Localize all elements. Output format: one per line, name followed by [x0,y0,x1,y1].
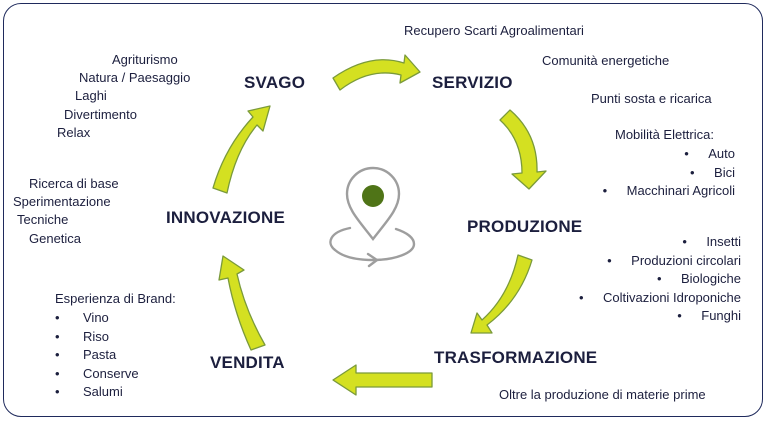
innovazione-item: Ricerca di base [29,176,119,191]
arrow-innovazione-to-svago [212,105,271,194]
svago-item: Agriturismo [112,52,178,67]
innovazione-item: Sperimentazione [13,194,111,209]
vendita-list: Vino Riso Pasta Conserve Salumi [55,309,139,402]
servizio-item-punti: Punti sosta e ricarica [591,91,712,106]
list-item: Macchinari Agricoli [603,182,735,201]
location-pin-dot [362,185,384,207]
diagram-frame [3,3,763,417]
mobilita-list: Auto Bici Macchinari Agricoli [603,145,735,201]
svago-item: Laghi [75,88,107,103]
list-item: Funghi [579,307,741,326]
location-pin-icon [329,166,416,268]
innovazione-item: Genetica [29,231,82,246]
svago-item: Natura / Paesaggio [79,70,191,85]
servizio-item-recupero: Recupero Scarti Agroalimentari [404,23,584,38]
list-item: Salumi [55,383,139,402]
stage-produzione: PRODUZIONE [467,217,583,236]
arrow-produzione-to-trasformazione [470,254,533,334]
vendita-heading: Esperienza di Brand: [55,291,176,306]
list-item: Auto [603,145,735,164]
stage-innovazione: INNOVAZIONE [166,208,286,227]
trasformazione-note: Oltre la produzione di materie prime [499,387,706,402]
stage-vendita: VENDITA [210,353,285,372]
svago-item: Divertimento [64,107,137,122]
servizio-item-comunita: Comunità energetiche [542,53,670,68]
list-item: Riso [55,328,139,347]
innovazione-item: Tecniche [17,212,69,227]
list-item: Produzioni circolari [579,252,741,271]
arrow-trasformazione-to-vendita [332,364,433,396]
stage-servizio: SERVIZIO [432,73,513,92]
list-item: Vino [55,309,139,328]
stage-trasformazione: TRASFORMAZIONE [434,348,598,367]
list-item: Conserve [55,365,139,384]
list-item: Insetti [579,233,741,252]
produzione-list: Insetti Produzioni circolari Biologiche … [579,233,741,326]
servizio-item-mobilita: Mobilità Elettrica: [615,127,714,142]
svago-item: Relax [57,125,91,140]
list-item: Bici [603,164,735,183]
arrow-servizio-to-produzione [499,109,547,190]
list-item: Pasta [55,346,139,365]
arrow-vendita-to-innovazione [218,255,266,351]
list-item: Coltivazioni Idroponiche [579,289,741,308]
arrow-svago-to-servizio [332,54,421,91]
stage-svago: SVAGO [244,73,306,92]
list-item: Biologiche [579,270,741,289]
